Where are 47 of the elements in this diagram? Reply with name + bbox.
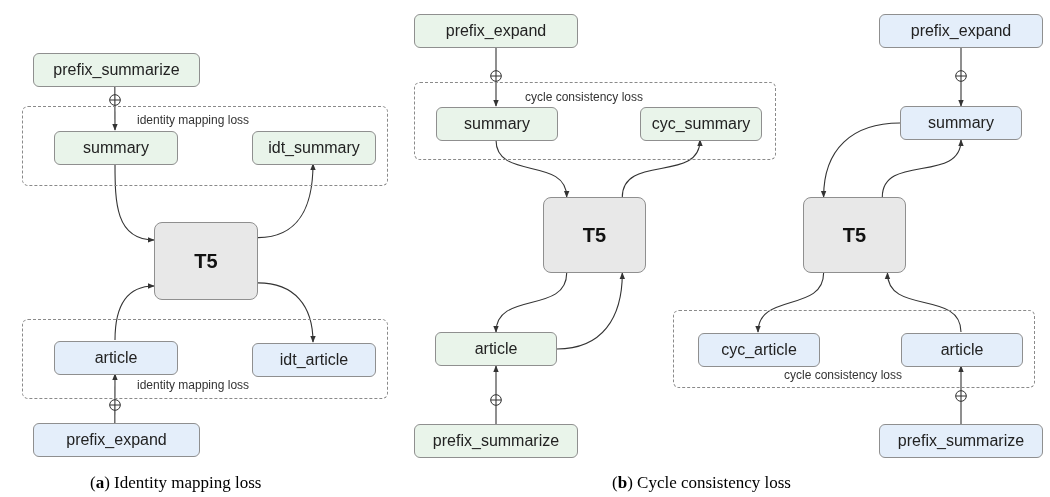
arrow xyxy=(493,365,499,425)
arrow xyxy=(821,122,901,198)
arrow xyxy=(112,373,118,424)
caption: (a) Identity mapping loss xyxy=(90,472,262,494)
process-box: prefix_summarize xyxy=(33,53,200,87)
arrow xyxy=(621,139,702,198)
group-label: cycle consistency loss xyxy=(525,90,644,104)
process-box: summary xyxy=(900,106,1022,140)
process-box: summary xyxy=(54,131,178,165)
arrow xyxy=(495,139,569,198)
process-box: article xyxy=(435,332,557,366)
arrow xyxy=(756,272,825,333)
arrow xyxy=(493,47,499,107)
process-box: prefix_summarize xyxy=(414,424,578,458)
arrow xyxy=(556,272,625,350)
process-box: summary xyxy=(436,107,558,141)
arrow xyxy=(114,283,155,341)
model-box: T5 xyxy=(543,197,646,273)
arrow xyxy=(494,272,568,333)
process-box: prefix_summarize xyxy=(879,424,1043,458)
model-box: T5 xyxy=(803,197,906,273)
process-box: idt_summary xyxy=(252,131,376,165)
process-box: article xyxy=(901,333,1023,367)
caption: (b) Cycle consistency loss xyxy=(612,472,791,494)
arrow xyxy=(958,365,964,425)
arrow xyxy=(257,282,316,343)
arrow xyxy=(257,163,316,239)
arrow xyxy=(881,139,963,198)
arrow xyxy=(885,272,962,333)
process-box: cyc_summary xyxy=(640,107,762,141)
process-box: prefix_expand xyxy=(414,14,578,48)
process-box: article xyxy=(54,341,178,375)
arrow xyxy=(112,86,118,131)
dashed-group-box xyxy=(22,106,388,186)
group-label: cycle consistency loss xyxy=(784,368,903,382)
process-box: cyc_article xyxy=(698,333,820,367)
process-box: prefix_expand xyxy=(33,423,200,457)
model-box: T5 xyxy=(154,222,258,300)
process-box: idt_article xyxy=(252,343,376,377)
dashed-group-box xyxy=(22,319,388,399)
arrow xyxy=(958,47,964,107)
arrow xyxy=(114,163,155,243)
dashed-group-box xyxy=(673,310,1035,388)
group-label: identity mapping loss xyxy=(137,378,250,392)
dashed-group-box xyxy=(414,82,776,160)
group-label: identity mapping loss xyxy=(137,113,250,127)
process-box: prefix_expand xyxy=(879,14,1043,48)
